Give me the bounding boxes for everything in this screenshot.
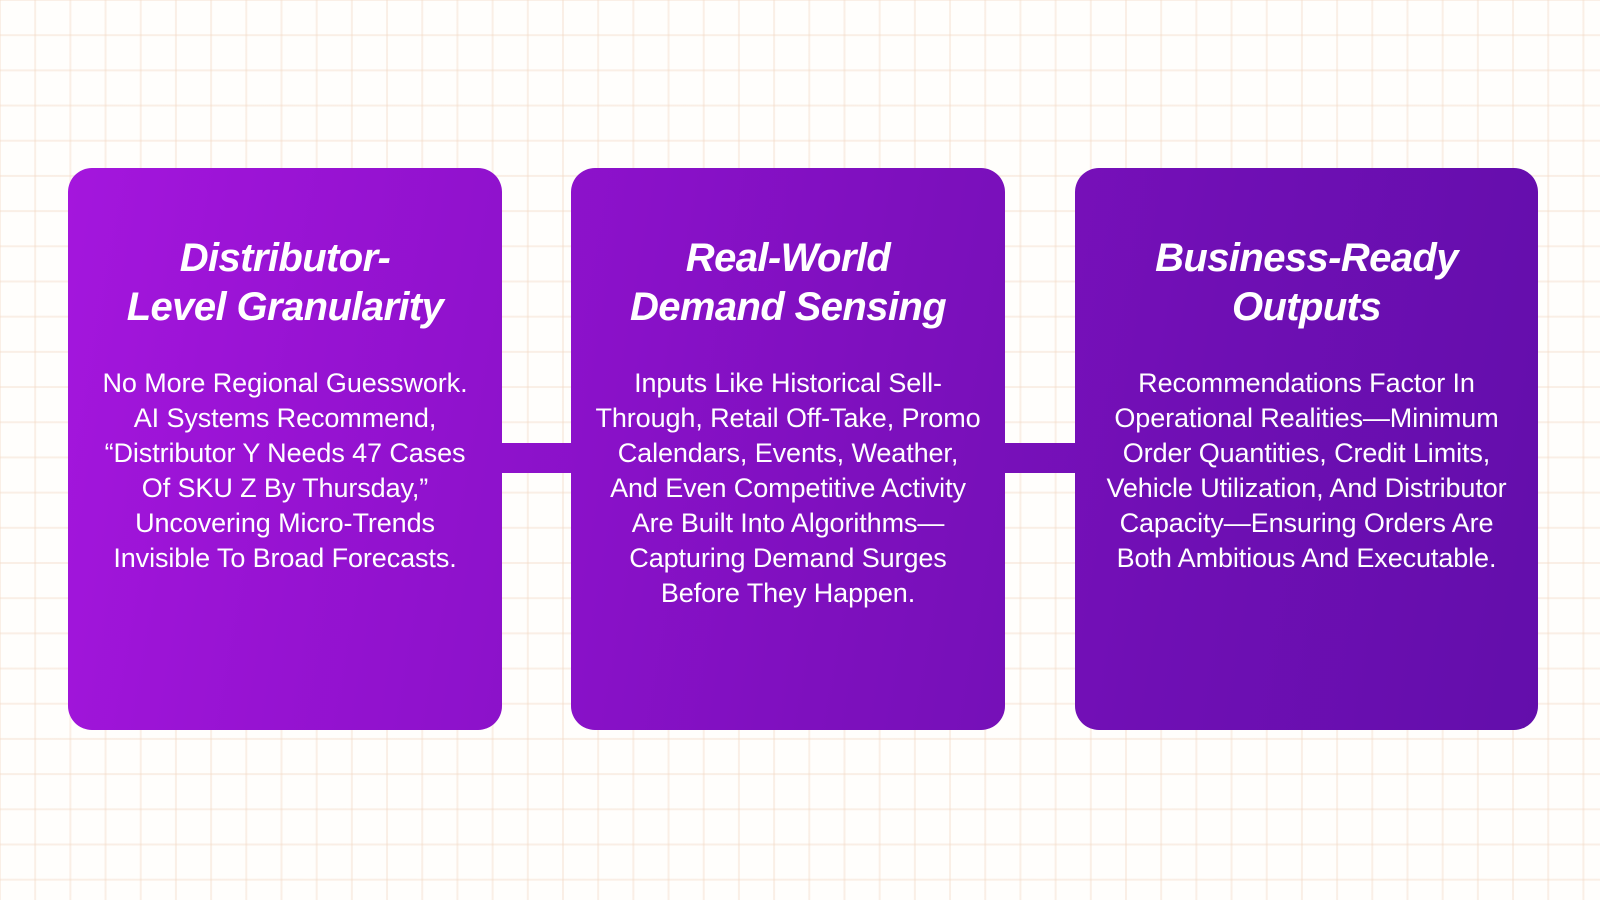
card-gradient-fill — [1075, 168, 1538, 730]
card-body-text: Inputs Like Historical Sell-Through, Ret… — [595, 367, 981, 609]
card-body-text: No More Regional Guesswork. AI Systems R… — [102, 367, 468, 574]
card-body-text: Recommendations Factor In Operational Re… — [1106, 367, 1507, 574]
card-connector-1 — [498, 443, 575, 473]
card-distributor-level-granularity[interactable]: Distributor- Level Granularity No More R… — [68, 168, 502, 730]
card-title: Distributor- Level Granularity — [126, 236, 444, 329]
card-title: Real-World Demand Sensing — [629, 236, 947, 329]
card-gradient-fill — [68, 168, 502, 730]
card-content: Business-Ready Outputs Recommendations F… — [1075, 168, 1538, 576]
card-real-world-demand-sensing[interactable]: Real-World Demand Sensing Inputs Like Hi… — [571, 168, 1005, 730]
card-connector-2 — [1001, 443, 1079, 473]
connector-gradient-fill — [1001, 443, 1079, 473]
card-business-ready-outputs[interactable]: Business-Ready Outputs Recommendations F… — [1075, 168, 1538, 730]
card-content: Real-World Demand Sensing Inputs Like Hi… — [571, 168, 1005, 611]
card-title: Business-Ready Outputs — [1155, 236, 1458, 329]
card-content: Distributor- Level Granularity No More R… — [68, 168, 502, 576]
connector-gradient-fill — [498, 443, 575, 473]
card-gradient-fill — [571, 168, 1005, 730]
card-group: Distributor- Level Granularity No More R… — [68, 168, 1538, 730]
